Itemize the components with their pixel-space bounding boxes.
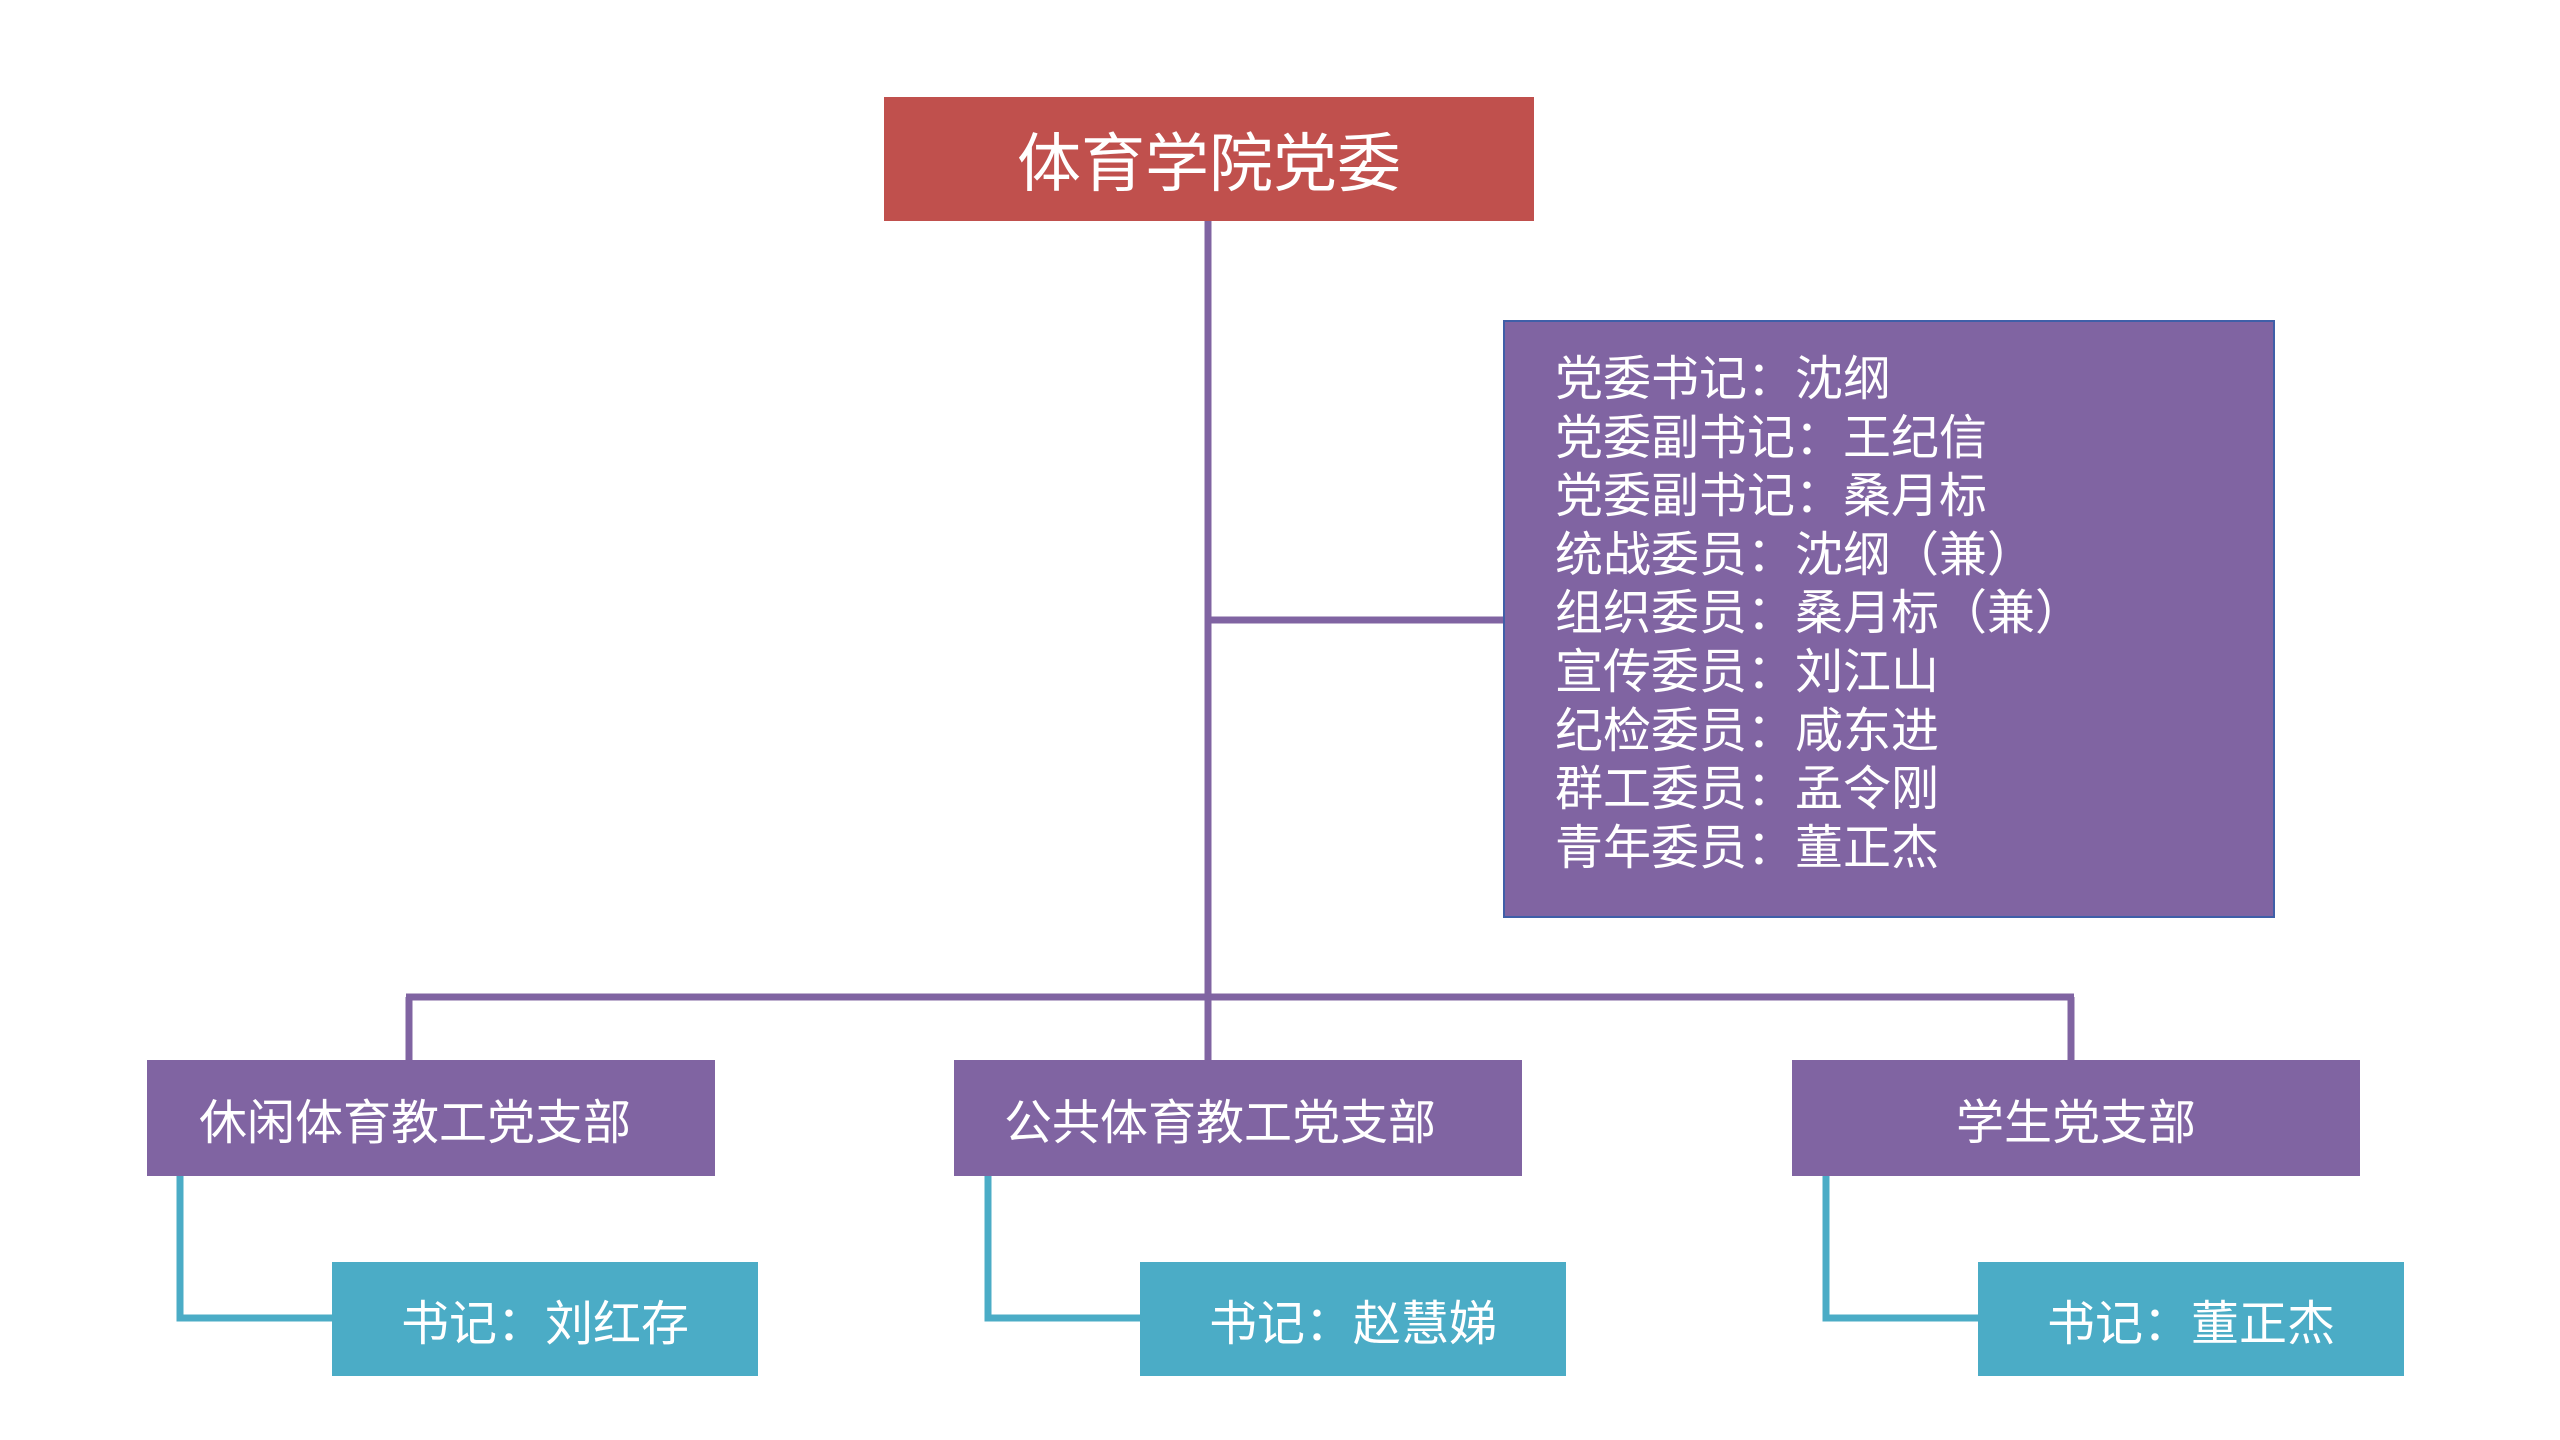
committee-member: 统战委员：沈纲（兼） (1555, 526, 2036, 583)
root-title: 体育学院党委 (1017, 128, 1401, 202)
committee-member: 宣传委员：刘江山 (1555, 643, 1940, 700)
branch-name: 休闲体育教工党支部 (199, 1095, 632, 1151)
secretary-node-student: 书记：董正杰 (1978, 1262, 2404, 1376)
secretary-label: 书记：赵慧娣 (1208, 1296, 1497, 1352)
branch-name: 公共体育教工党支部 (1004, 1095, 1437, 1151)
secretary-connector-left (176, 1176, 332, 1322)
secretary-node-public: 书记：赵慧娣 (1140, 1262, 1566, 1376)
secretary-node-leisure: 书记：刘红存 (332, 1262, 758, 1376)
branch-node-leisure: 休闲体育教工党支部 (147, 1060, 715, 1176)
root-node: 体育学院党委 (884, 97, 1534, 221)
branch-node-student: 学生党支部 (1792, 1060, 2360, 1176)
committee-member: 群工委员：孟令刚 (1555, 761, 1940, 818)
secretary-label: 书记：董正杰 (2046, 1296, 2335, 1352)
secretary-connector-mid (984, 1176, 1140, 1322)
committee-node: 党委书记：沈纲 党委副书记：王纪信 党委副书记：桑月标 统战委员：沈纲（兼） 组… (1503, 320, 2275, 918)
committee-member: 党委书记：沈纲 (1555, 351, 1892, 407)
committee-member-list: 党委书记：沈纲 党委副书记：王纪信 党委副书记：桑月标 统战委员：沈纲（兼） 组… (1555, 350, 2083, 877)
secretary-label: 书记：刘红存 (400, 1296, 689, 1352)
committee-member: 组织委员：桑月标（兼） (1555, 585, 2084, 642)
committee-member: 党委副书记：桑月标 (1555, 468, 1988, 525)
branch-node-public: 公共体育教工党支部 (954, 1060, 1522, 1176)
committee-member: 青年委员：董正杰 (1555, 819, 1940, 876)
committee-member: 党委副书记：王纪信 (1555, 409, 1988, 466)
committee-member: 纪检委员：咸东进 (1555, 702, 1940, 759)
secretary-connector-right (1822, 1176, 1978, 1322)
branch-name: 学生党支部 (1955, 1095, 2196, 1151)
